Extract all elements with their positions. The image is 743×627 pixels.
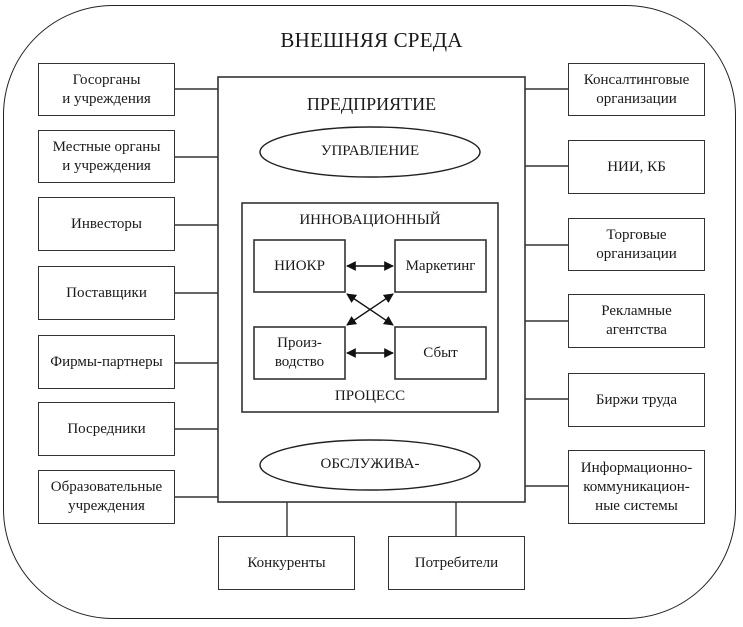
entity-ict-systems: Информационно- коммуникацион- ные систем… bbox=[568, 450, 705, 524]
entity-investors: Инвесторы bbox=[38, 197, 175, 251]
arrow-marketing-production bbox=[346, 293, 394, 326]
entity-consulting: Консалтинговые организации bbox=[568, 63, 705, 116]
innovation-title-top: ИННОВАЦИОННЫЙ bbox=[299, 212, 441, 228]
external-environment-frame bbox=[3, 5, 736, 619]
entity-consumers: Потребители bbox=[388, 536, 525, 590]
service-ellipse bbox=[259, 439, 481, 491]
enterprise-title: ПРЕДПРИЯТИЕ bbox=[306, 94, 437, 114]
service-label: ОБСЛУЖИВА- bbox=[320, 456, 420, 472]
entity-educational-institutions: Образовательные учреждения bbox=[38, 470, 175, 524]
marketing-box bbox=[394, 239, 487, 293]
production-box bbox=[253, 326, 346, 380]
innovation-title-bottom: ПРОЦЕСС bbox=[334, 388, 406, 404]
production-node: Произ- водство bbox=[274, 335, 325, 370]
marketing-node: Маркетинг bbox=[405, 257, 476, 274]
entity-trade-organizations: Торговые организации bbox=[568, 218, 705, 271]
innovation-box bbox=[241, 202, 499, 413]
rnd-node: НИОКР bbox=[274, 257, 325, 274]
entity-gov-agencies: Госорганы и учреждения bbox=[38, 63, 175, 116]
rnd-box bbox=[253, 239, 346, 293]
entity-labor-exchanges: Биржи труда bbox=[568, 373, 705, 427]
entity-suppliers: Поставщики bbox=[38, 266, 175, 320]
entity-partner-firms: Фирмы-партнеры bbox=[38, 335, 175, 389]
entity-competitors: Конкуренты bbox=[218, 536, 355, 590]
entity-research-institutes: НИИ, КБ bbox=[568, 140, 705, 194]
management-label: УПРАВЛЕНИЕ bbox=[320, 143, 420, 159]
sales-box bbox=[394, 326, 487, 380]
entity-local-authorities: Местные органы и учреждения bbox=[38, 130, 175, 183]
entity-intermediaries: Посредники bbox=[38, 402, 175, 456]
entity-advertising-agencies: Рекламные агентства bbox=[568, 294, 705, 348]
external-environment-title: ВНЕШНЯЯ СРЕДА bbox=[280, 28, 463, 52]
sales-node: Сбыт bbox=[423, 344, 458, 361]
management-ellipse bbox=[259, 126, 481, 178]
enterprise-box bbox=[217, 76, 526, 503]
